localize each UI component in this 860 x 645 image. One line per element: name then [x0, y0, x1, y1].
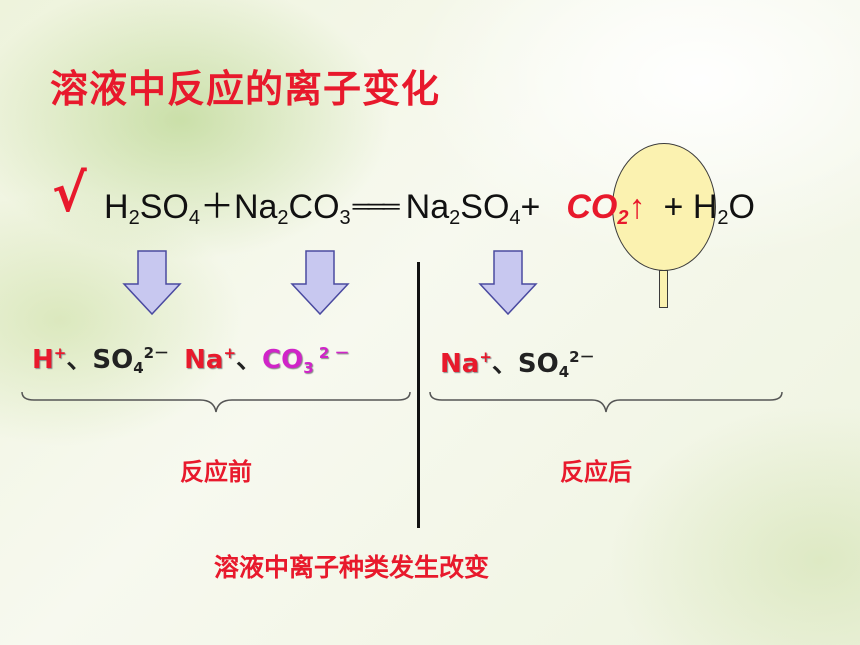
page-title: 溶液中反应的离子变化 — [50, 67, 441, 111]
ion-sulfate: SO42－ — [92, 344, 170, 377]
divider-line — [417, 262, 420, 528]
plus-sign-2: + — [520, 188, 541, 226]
label-after-reaction: 反应后 — [560, 458, 632, 486]
brace-before — [21, 391, 411, 413]
check-mark-icon: √ — [52, 164, 87, 224]
ions-after-reaction: Na+、SO42－ — [440, 348, 595, 381]
ion-sulfate: SO42－ — [517, 348, 595, 381]
ion-carbonate: CO3 2 － — [262, 344, 350, 377]
product-h2o: H2O — [692, 188, 755, 229]
plus-sign-3: + — [663, 188, 693, 226]
down-arrow-icon — [122, 250, 182, 316]
product-na2so4: Na2SO4 — [405, 188, 521, 229]
down-arrow-icon — [290, 250, 350, 316]
ion-na-plus: Na+ — [184, 344, 237, 375]
ion-h-plus: H+ — [32, 344, 67, 375]
balloon-highlight — [612, 143, 716, 271]
chemical-equation: H2SO4＋Na2CO3═══Na2SO4+CO2↑+ H2O — [104, 190, 755, 228]
equals-sign: ═══ — [352, 193, 400, 220]
product-co2: CO2↑ — [566, 188, 646, 229]
label-before-reaction: 反应前 — [180, 458, 252, 486]
down-arrow-icon — [478, 250, 538, 316]
balloon-string — [659, 270, 668, 308]
conclusion-text: 溶液中离子种类发生改变 — [214, 553, 490, 582]
ions-before-reaction: H+、SO42－ Na+、CO3 2 － — [32, 344, 350, 377]
plus-sign: ＋ — [199, 188, 234, 226]
reactant-na2co3: Na2CO3 — [233, 188, 351, 229]
brace-after — [429, 391, 783, 413]
reactant-h2so4: H2SO4 — [104, 188, 200, 229]
ion-na-plus: Na+ — [440, 348, 492, 379]
